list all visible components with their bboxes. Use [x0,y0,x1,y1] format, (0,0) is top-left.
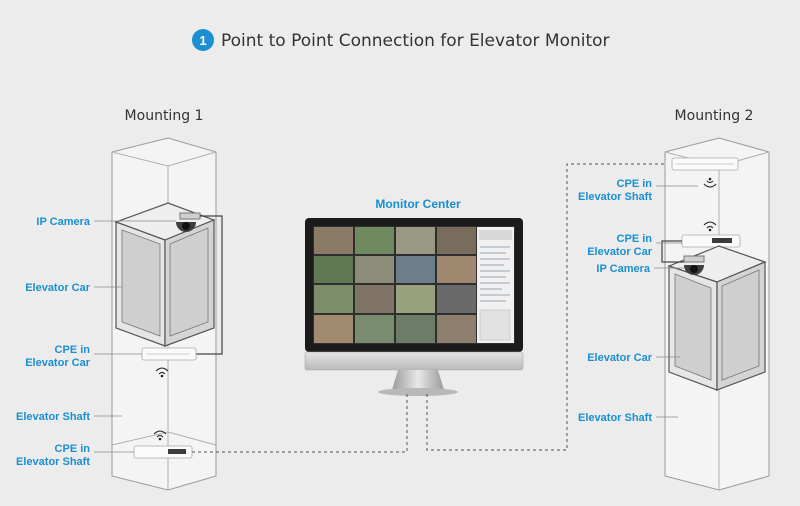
cpe-shaft-2-icon [671,157,739,171]
elevator-car-1 [114,202,216,347]
desktop-monitor-icon [304,218,524,396]
page-title: Point to Point Connection for Elevator M… [221,31,610,51]
header: 1 Point to Point Connection for Elevator… [192,29,610,51]
label-cpe-car-1-line2: Elevator Car [25,357,91,369]
ip-camera-2-icon [683,255,705,275]
camera-cable-2 [661,240,684,263]
label-ip-camera-1: IP Camera [36,216,90,228]
label-ip-camera-2: IP Camera [596,263,650,275]
step-number-badge [192,29,214,51]
mounting-2-title: Mounting 2 [675,108,754,124]
label-cpe-car-2-line1: CPE in [617,233,653,245]
label-elevator-shaft-2: Elevator Shaft [578,412,652,424]
camera-cable-1 [196,215,223,355]
step-number: 1 [199,33,206,48]
mounting-2: Mounting 2 [578,108,770,491]
wifi-signal-1a-icon [155,367,169,378]
link-mounting-2 [426,163,672,451]
label-elevator-car-2: Elevator Car [587,352,653,364]
cpe-shaft-1-icon [133,445,193,459]
wifi-signal-2b-icon [703,221,717,232]
mounting-1: Mounting 1 [16,108,223,491]
label-cpe-car-2-line2: Elevator Car [587,246,653,258]
monitor-center-title: Monitor Center [375,197,461,211]
label-cpe-shaft-2-line1: CPE in [617,178,653,190]
cpe-car-2-icon [681,234,741,248]
elevator-car-2 [667,245,767,391]
label-cpe-shaft-1-line1: CPE in [55,443,91,455]
label-elevator-shaft-1: Elevator Shaft [16,411,90,423]
mounting-1-title: Mounting 1 [125,108,204,124]
ip-camera-1-icon [176,212,201,232]
label-elevator-car-1: Elevator Car [25,282,91,294]
label-cpe-shaft-2-line2: Elevator Shaft [578,191,652,203]
wifi-signal-1b-icon [153,430,167,441]
video-grid [314,227,476,343]
link-mounting-1 [192,394,408,453]
monitor-center: Monitor Center [304,197,524,396]
wifi-signal-2a-icon [703,177,717,188]
label-cpe-car-1-line1: CPE in [55,344,91,356]
cpe-car-1-icon [141,347,197,361]
label-cpe-shaft-1-line2: Elevator Shaft [16,456,90,468]
